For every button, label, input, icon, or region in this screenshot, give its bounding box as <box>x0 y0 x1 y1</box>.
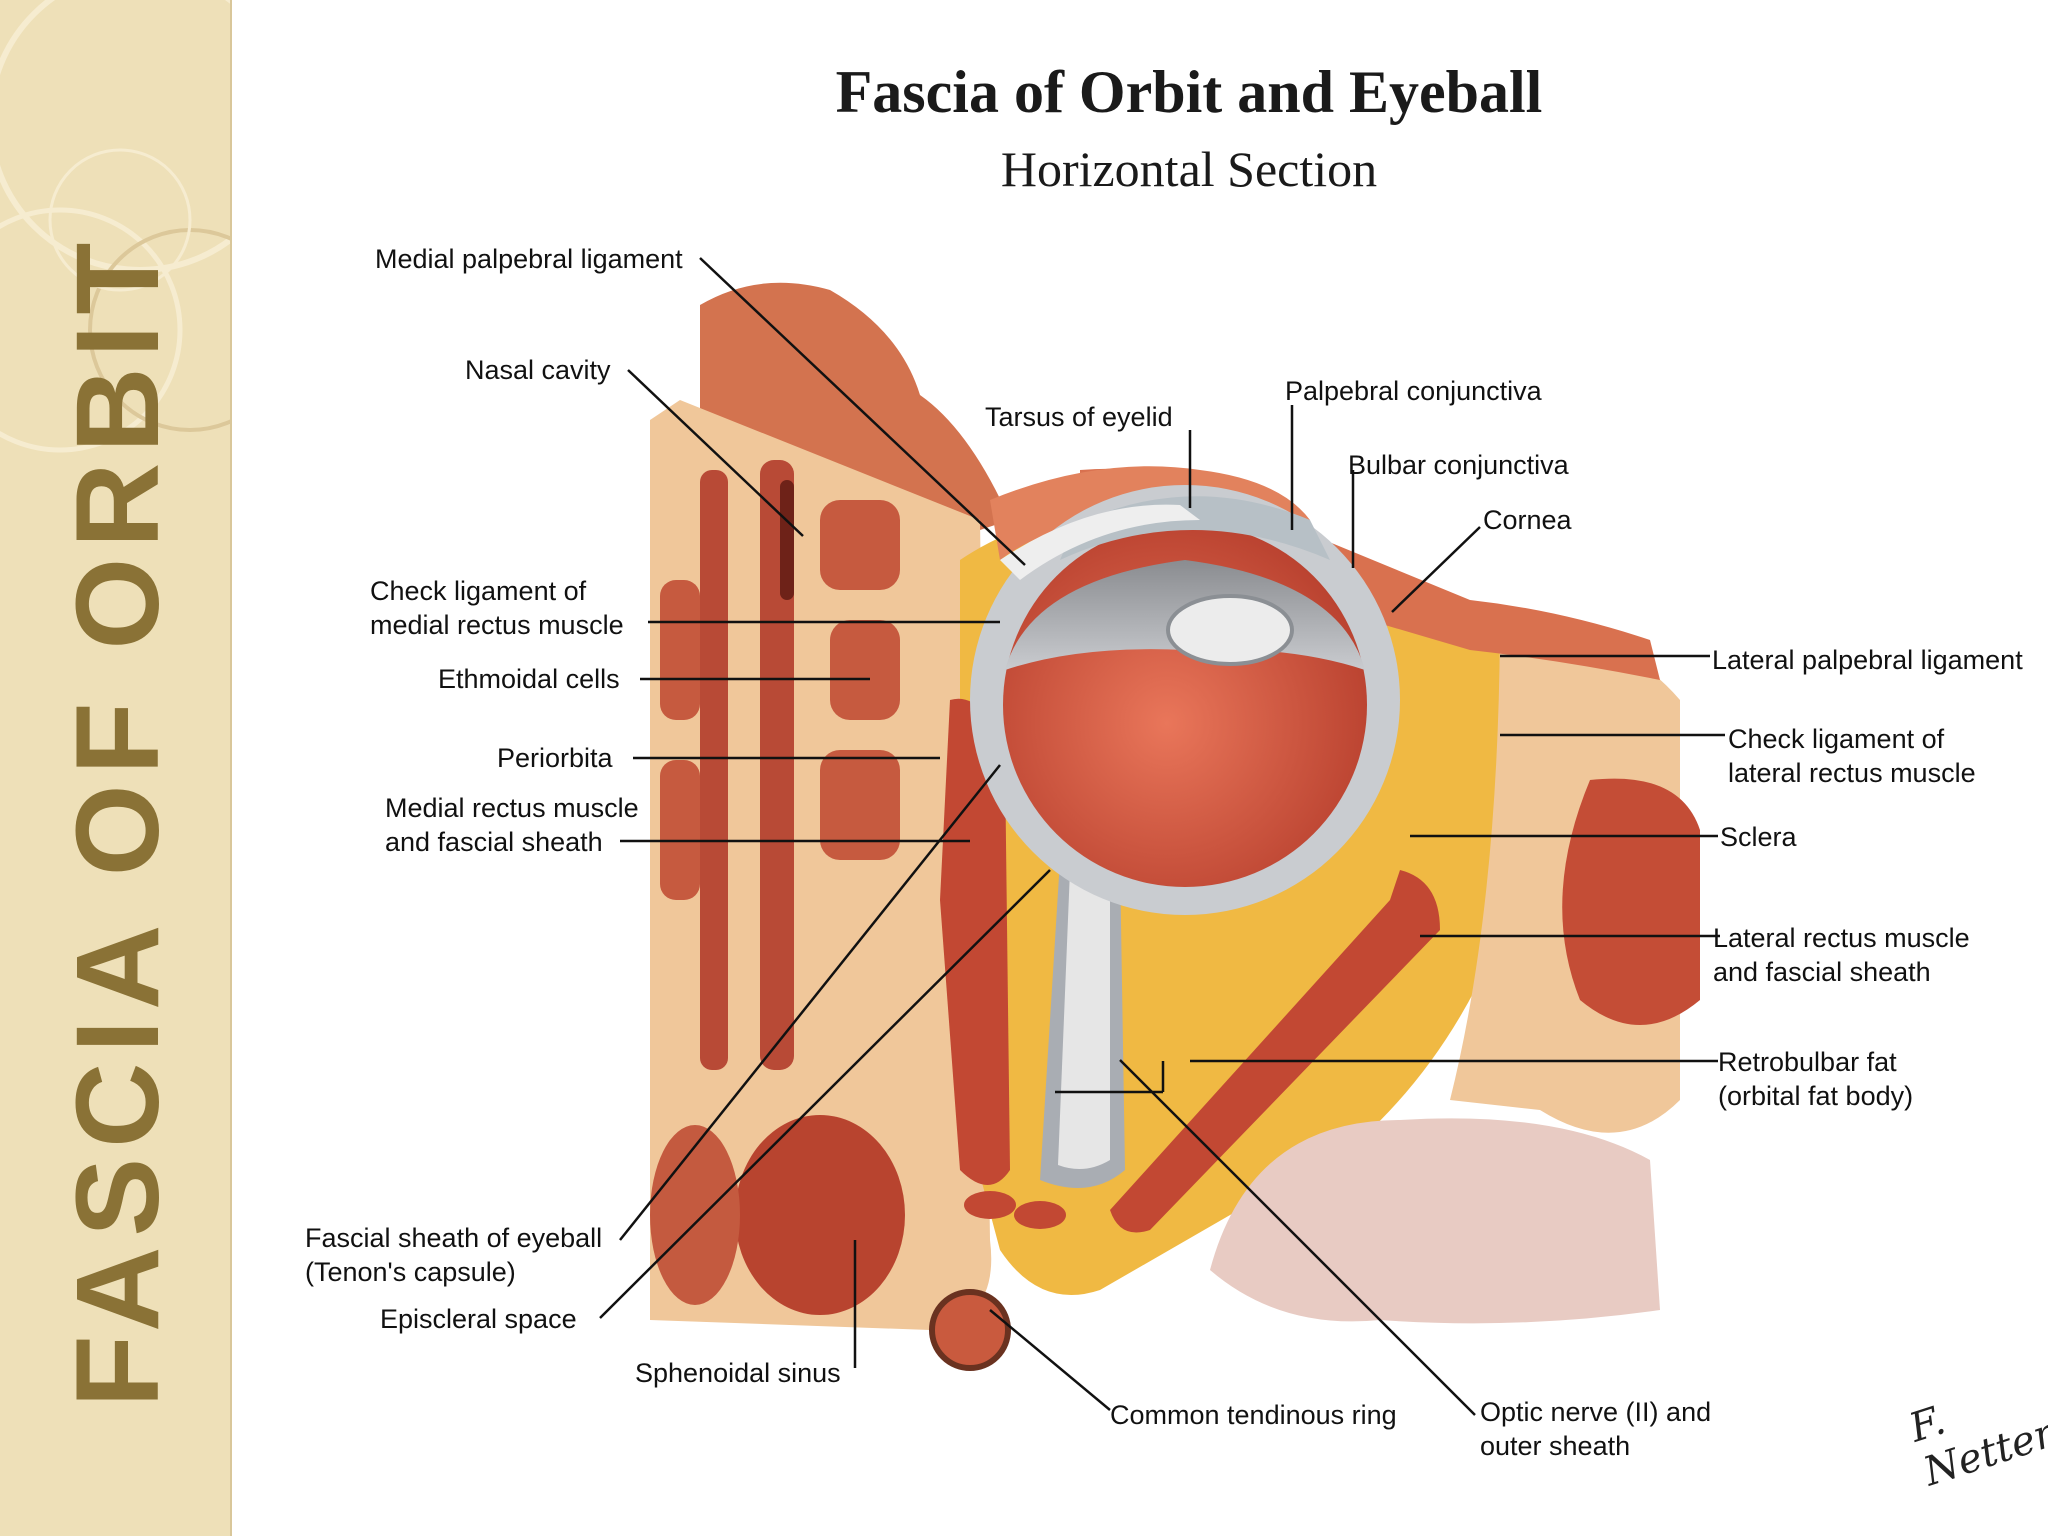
label-line-1: Fascial sheath of eyeball <box>305 1223 603 1253</box>
sphenoidal-sinus <box>735 1115 905 1315</box>
label-line-1: Lateral rectus muscle <box>1713 923 1970 953</box>
sidebar: FASCIA OF ORBIT <box>0 0 232 1536</box>
label-line-2: lateral rectus muscle <box>1728 758 1976 788</box>
label-lateral-rectus: Lateral rectus muscle and fascial sheath <box>1713 921 1970 989</box>
label-medial-palpebral-ligament: Medial palpebral ligament <box>375 244 683 274</box>
label-line-2: and fascial sheath <box>385 827 603 857</box>
label-line-1: Medial rectus muscle <box>385 793 639 823</box>
label-sphenoidal-sinus: Sphenoidal sinus <box>635 1358 841 1388</box>
label-line-2: medial rectus muscle <box>370 610 624 640</box>
label-periorbita: Periorbita <box>497 743 613 773</box>
label-episcleral-space: Episcleral space <box>380 1304 577 1334</box>
label-optic-nerve: Optic nerve (II) and outer sheath <box>1480 1395 1711 1463</box>
label-line-1: Check ligament of <box>1728 724 1945 754</box>
label-line-2: outer sheath <box>1480 1431 1631 1461</box>
lateral-rectus-muscle <box>1110 870 1440 1233</box>
label-line-1: Check ligament of <box>370 576 587 606</box>
label-fascial-sheath: Fascial sheath of eyeball (Tenon's capsu… <box>305 1221 602 1289</box>
decorative-circles <box>0 0 230 453</box>
label-line-2: and fascial sheath <box>1713 957 1931 987</box>
common-tendinous-ring <box>929 1289 1011 1371</box>
label-cornea: Cornea <box>1483 505 1572 535</box>
label-line-1: Retrobulbar fat <box>1718 1047 1897 1077</box>
label-palpebral-conjunctiva: Palpebral conjunctiva <box>1285 376 1542 406</box>
lens <box>1166 594 1294 666</box>
label-nasal-cavity: Nasal cavity <box>465 355 611 385</box>
figure-title: Fascia of Orbit and Eyeball <box>835 59 1543 125</box>
label-check-ligament-medial: Check ligament of medial rectus muscle <box>370 574 624 642</box>
temporal-muscle <box>1562 778 1700 1025</box>
medial-rectus-muscle <box>940 698 1010 1185</box>
label-line-2: (orbital fat body) <box>1718 1081 1914 1111</box>
label-line-2: (Tenon's capsule) <box>305 1257 516 1287</box>
label-medial-rectus: Medial rectus muscle and fascial sheath <box>385 791 639 859</box>
label-tarsus-of-eyelid: Tarsus of eyelid <box>985 402 1173 432</box>
label-bulbar-conjunctiva: Bulbar conjunctiva <box>1348 450 1569 480</box>
label-ethmoidal-cells: Ethmoidal cells <box>438 664 620 694</box>
label-sclera: Sclera <box>1720 822 1797 852</box>
label-line-1: Optic nerve (II) and <box>1480 1397 1712 1427</box>
label-retrobulbar-fat: Retrobulbar fat (orbital fat body) <box>1718 1045 1913 1113</box>
label-lateral-palpebral-ligament: Lateral palpebral ligament <box>1712 645 2023 675</box>
brain-tissue <box>1210 1118 1660 1324</box>
label-check-ligament-lateral: Check ligament of lateral rectus muscle <box>1728 722 1976 790</box>
label-common-tendinous-ring: Common tendinous ring <box>1110 1400 1397 1430</box>
figure-subtitle: Horizontal Section <box>1000 141 1378 197</box>
